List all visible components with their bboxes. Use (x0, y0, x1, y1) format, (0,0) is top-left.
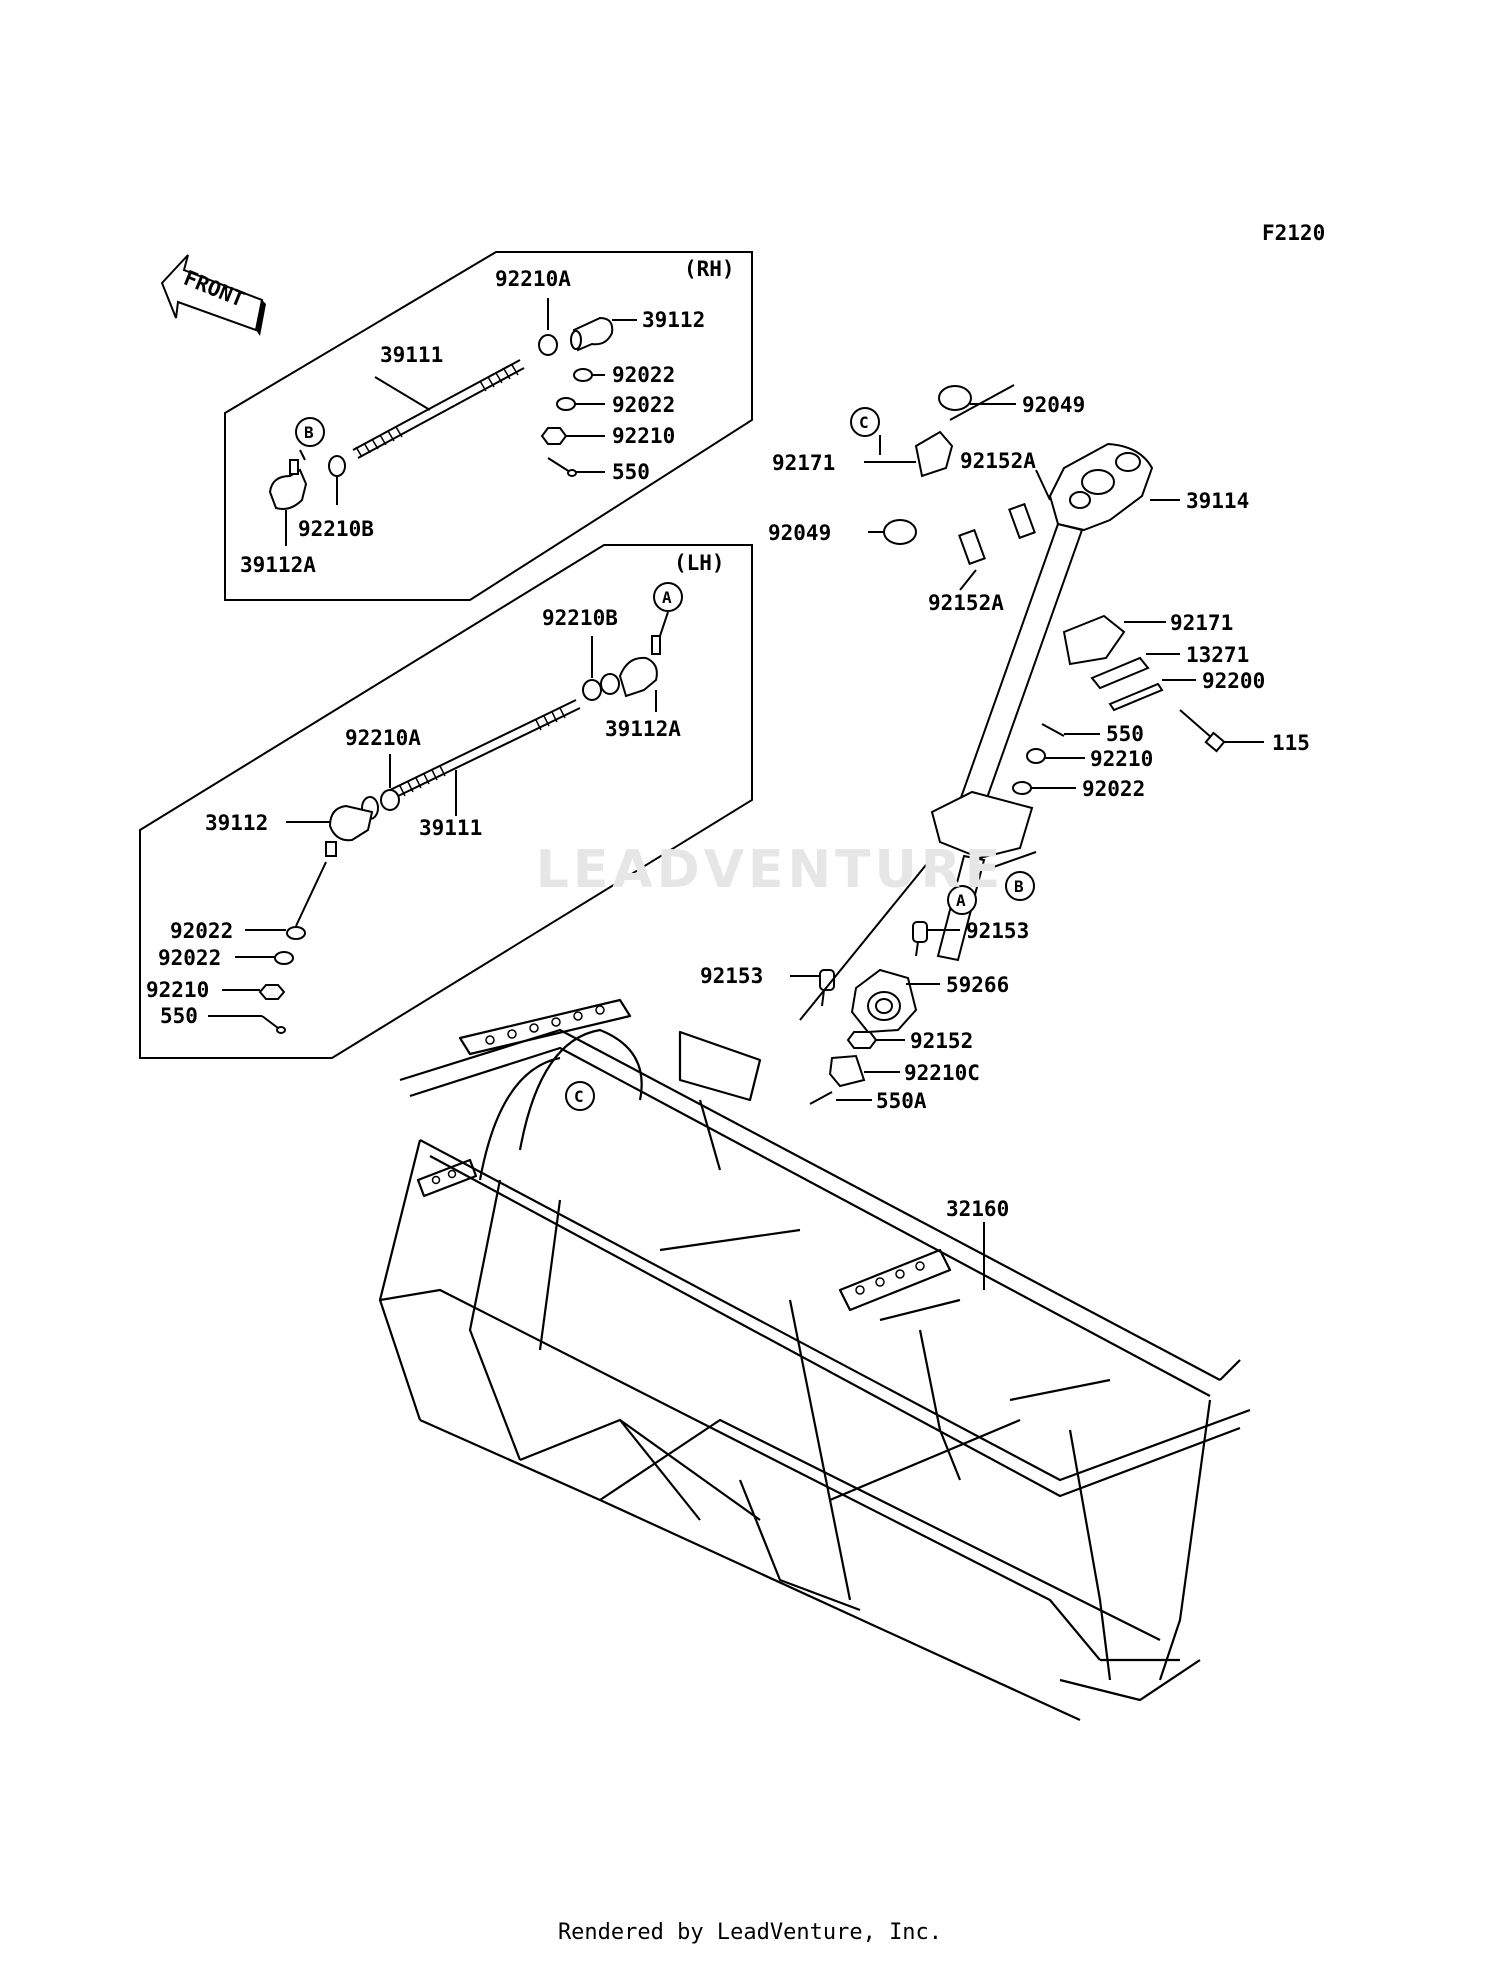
lh-label-92022-2: 92022 (158, 946, 221, 970)
svg-text:B: B (1014, 877, 1024, 896)
col-label-92171-right: 92171 (1170, 611, 1233, 635)
lh-tie-rod-assembly (258, 635, 661, 1034)
col-label-13271: 13271 (1186, 643, 1249, 667)
ref-a-marker-lh: A (653, 582, 683, 612)
svg-text:C: C (859, 413, 869, 432)
credit-footer: Rendered by LeadVenture, Inc. (557, 1920, 943, 1945)
col-label-92152A-top: 92152A (960, 449, 1036, 473)
column-leaders (790, 384, 1264, 1101)
rh-label-92210: 92210 (612, 424, 675, 448)
rh-leaders (285, 298, 637, 546)
col-label-92049-top: 92049 (1022, 393, 1085, 417)
col-label-92210C: 92210C (904, 1061, 980, 1085)
col-label-92152A-bottom: 92152A (928, 591, 1004, 615)
ref-a-marker-col: A (947, 885, 977, 915)
svg-text:C: C (574, 1087, 584, 1106)
col-label-92200: 92200 (1202, 669, 1265, 693)
lh-label-92210: 92210 (146, 978, 209, 1002)
col-label-92171-left: 92171 (772, 451, 835, 475)
col-label-92153-right: 92153 (966, 919, 1029, 943)
steering-column-assembly (809, 385, 1226, 1105)
lh-label-39111: 39111 (419, 816, 482, 840)
lh-label-39112: 39112 (205, 811, 268, 835)
lh-label-92022-1: 92022 (170, 919, 233, 943)
svg-text:A: A (662, 588, 672, 607)
rh-group-box (224, 251, 753, 601)
rh-label-92022-1: 92022 (612, 363, 675, 387)
rh-tie-rod-assembly (268, 316, 614, 510)
col-label-92022: 92022 (1082, 777, 1145, 801)
col-label-92049-bottom: 92049 (768, 521, 831, 545)
svg-text:B: B (304, 423, 314, 442)
rh-label-39111: 39111 (380, 343, 443, 367)
front-arrow-icon: FRONT (160, 254, 266, 336)
lh-leaders (208, 611, 669, 1017)
lh-label-92210A: 92210A (345, 726, 421, 750)
rh-label-550: 550 (612, 460, 650, 484)
lh-label-550: 550 (160, 1004, 198, 1028)
lh-group-label: (LH) (674, 551, 725, 575)
frame-label-32160: 32160 (946, 1197, 1009, 1221)
col-label-92153-left: 92153 (700, 964, 763, 988)
col-label-59266: 59266 (946, 973, 1009, 997)
ref-b-marker-col: B (1005, 871, 1035, 901)
rh-label-92022-2: 92022 (612, 393, 675, 417)
svg-text:A: A (956, 891, 966, 910)
frame-assembly (378, 998, 1251, 1721)
col-label-92152: 92152 (910, 1029, 973, 1053)
lh-group-box (139, 544, 753, 1059)
col-label-550A: 550A (876, 1089, 927, 1113)
ref-c-marker-top: C (850, 407, 880, 437)
rh-label-39112: 39112 (642, 308, 705, 332)
col-label-550: 550 (1106, 722, 1144, 746)
figure-code: F2120 (1262, 221, 1325, 245)
rh-label-92210A: 92210A (495, 267, 571, 291)
watermark: LEADVENTURE (535, 840, 1005, 900)
rh-group-label: (RH) (684, 257, 735, 281)
col-label-92210: 92210 (1090, 747, 1153, 771)
frame-holes (431, 1005, 925, 1295)
lh-label-92210B: 92210B (542, 606, 618, 630)
rh-label-92210B: 92210B (298, 517, 374, 541)
ref-b-marker: B (295, 417, 325, 447)
col-label-115: 115 (1272, 731, 1310, 755)
lh-label-39112A: 39112A (605, 717, 681, 741)
rh-label-39112A: 39112A (240, 553, 316, 577)
col-label-39114: 39114 (1186, 489, 1249, 513)
ref-c-marker-frame: C (565, 1081, 595, 1111)
